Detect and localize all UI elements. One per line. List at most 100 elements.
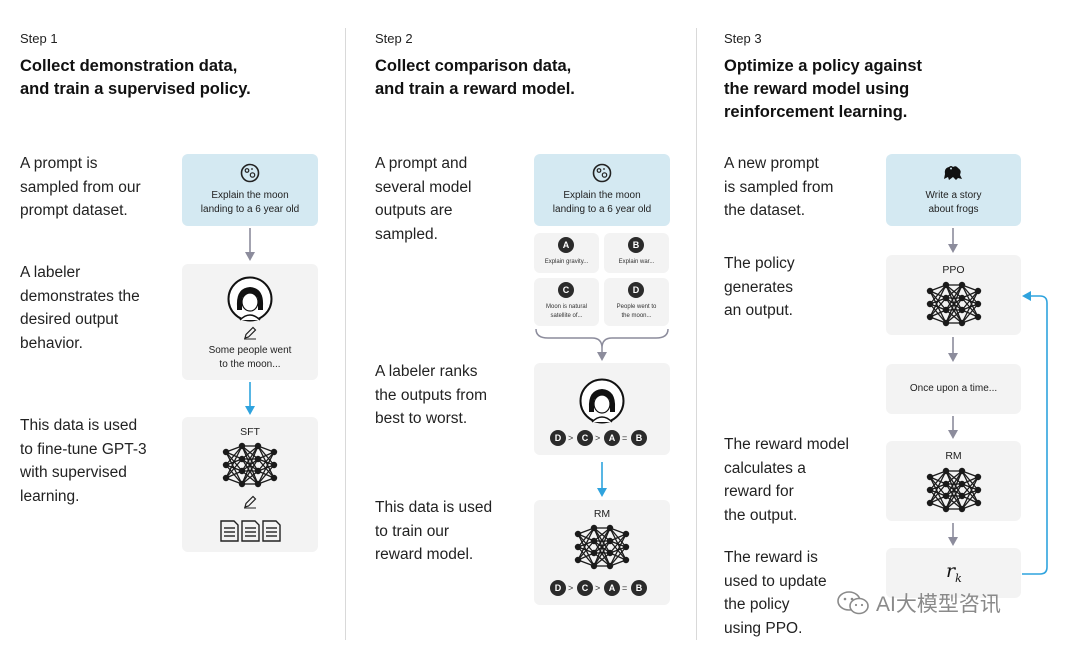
step3-reward-box: rk: [886, 548, 1021, 598]
neural-network-icon: [222, 442, 278, 488]
step1-title-line: and train a supervised policy.: [20, 80, 251, 98]
step3-title-line: Optimize a policy against: [724, 57, 923, 75]
sft-label: SFT: [240, 426, 260, 438]
rank-op: =: [622, 583, 628, 593]
step3-label: Step 3: [724, 31, 762, 46]
step2-desc-train: This data is used to train our reward mo…: [375, 499, 493, 563]
prompt-text: Explain the moon: [563, 190, 641, 201]
rank-badge: B: [631, 580, 647, 596]
prompt-text: landing to a 6 year old: [552, 203, 652, 215]
step3-ppo-box: PPO: [886, 255, 1021, 335]
prompt-text: Write a story: [925, 190, 982, 201]
feedback-loop-arrow: [1022, 291, 1048, 575]
output-badge: A: [558, 237, 574, 253]
step2-desc-prompt: A prompt and several model outputs are s…: [375, 155, 472, 243]
rank-op: =: [622, 433, 628, 443]
step1-title: Collect demonstration data, and train a …: [20, 55, 251, 101]
step3-title: Optimize a policy against the reward mod…: [724, 55, 922, 124]
rank-op: >: [595, 433, 601, 443]
step1-desc-prompt: A prompt is sampled from our prompt data…: [20, 155, 141, 219]
ranking-row: D > C > A = B: [550, 430, 660, 446]
rank-op: >: [568, 583, 574, 593]
demo-text: to the moon...: [219, 358, 281, 370]
pencil-icon: [244, 326, 257, 340]
arrow-down-gray: [948, 228, 958, 253]
demo-text: Some people went: [208, 345, 292, 356]
step3-output-box: Once upon a time...: [886, 364, 1021, 414]
step3-prompt-box: Write a story about frogs: [886, 154, 1021, 226]
rank-badge: A: [604, 430, 620, 446]
step1-label: Step 1: [20, 31, 58, 46]
reward-subscript: k: [955, 571, 962, 585]
rank-badge: D: [550, 430, 566, 446]
step2-ranking-box: D > C > A = B: [534, 363, 670, 455]
step2-rm-box: RM D > C > A = B: [534, 500, 670, 605]
arrow-down-gray: [245, 228, 255, 261]
neural-network-icon: [926, 467, 982, 513]
prompt-text: about frogs: [928, 203, 979, 215]
pencil-icon: [244, 495, 257, 509]
step2-prompt-box: Explain the moon landing to a 6 year old: [534, 154, 670, 226]
step2-label: Step 2: [375, 31, 413, 46]
output-text: Moon is natural: [545, 304, 588, 310]
prompt-text: Explain the moon: [211, 190, 289, 201]
arrow-down-blue: [245, 382, 255, 415]
rank-badge: A: [604, 580, 620, 596]
prompt-text: landing to a 6 year old: [200, 203, 300, 215]
step2-title: Collect comparison data, and train a rew…: [375, 55, 575, 101]
rank-op: >: [568, 433, 574, 443]
watermark: AI大模型咨讯: [836, 588, 1001, 618]
step1-sft-box: SFT: [182, 417, 318, 552]
output-text: the moon...: [621, 312, 652, 319]
ppo-label: PPO: [942, 264, 965, 276]
moon-icon: [592, 163, 612, 183]
documents-icon: [220, 520, 281, 542]
step3-rm-box: RM: [886, 441, 1021, 521]
rm-label: RM: [945, 450, 962, 462]
step1-prompt-box: Explain the moon landing to a 6 year old: [182, 154, 318, 226]
step1-title-line: Collect demonstration data,: [20, 57, 238, 75]
column-divider-2: [696, 28, 697, 640]
step2-desc-rank: A labeler ranks the outputs from best to…: [375, 363, 488, 427]
arrow-down-gray: [948, 337, 958, 362]
output-text: Explain gravity...: [544, 259, 589, 265]
labeler-avatar-icon: [227, 276, 273, 322]
rank-badge: C: [577, 580, 593, 596]
rank-badge: B: [631, 430, 647, 446]
output-text: People went to: [616, 304, 657, 310]
column-divider-1: [345, 28, 346, 640]
output-badge: C: [558, 282, 574, 298]
step3-title-line: reinforcement learning.: [724, 103, 908, 121]
neural-network-icon: [574, 524, 630, 570]
watermark-text: AI大模型咨讯: [876, 593, 1001, 616]
output-badge: B: [628, 237, 644, 253]
rank-op: >: [595, 583, 601, 593]
reward-symbol: rk: [946, 560, 962, 585]
neural-network-icon: [926, 281, 982, 327]
reward-r: r: [946, 560, 956, 582]
output-text: Explain war...: [618, 259, 655, 265]
step1-desc-finetune: This data is used to fine-tune GPT-3 wit…: [20, 417, 147, 505]
arrow-down-blue: [597, 462, 607, 497]
output-text: satellite of...: [550, 312, 583, 319]
step1-demo-box: Some people went to the moon...: [182, 264, 318, 380]
step3-desc-reward: The reward model calculates a reward for…: [724, 436, 849, 524]
brace-icon: [535, 328, 669, 361]
output-badge: D: [628, 282, 644, 298]
step3-desc-policy: The policy generates an output.: [724, 255, 795, 319]
arrow-down-gray: [948, 416, 958, 439]
step1-desc-labeler: A labeler demonstrates the desired outpu…: [20, 264, 140, 352]
output-card-c: C Moon is natural satellite of...: [534, 278, 599, 326]
output-card-a: A Explain gravity...: [534, 233, 599, 273]
step2-title-line: Collect comparison data,: [375, 57, 572, 75]
output-card-b: B Explain war...: [604, 233, 669, 273]
step3-title-line: the reward model using: [724, 80, 910, 98]
labeler-avatar-icon: [579, 378, 625, 424]
output-card-d: D People went to the moon...: [604, 278, 669, 326]
frog-icon: [944, 166, 962, 180]
step2-title-line: and train a reward model.: [375, 80, 575, 98]
step3-desc-update: The reward is used to update the policy …: [724, 549, 827, 637]
rm-label: RM: [593, 508, 611, 520]
wechat-icon: [837, 591, 869, 615]
rank-badge: D: [550, 580, 566, 596]
